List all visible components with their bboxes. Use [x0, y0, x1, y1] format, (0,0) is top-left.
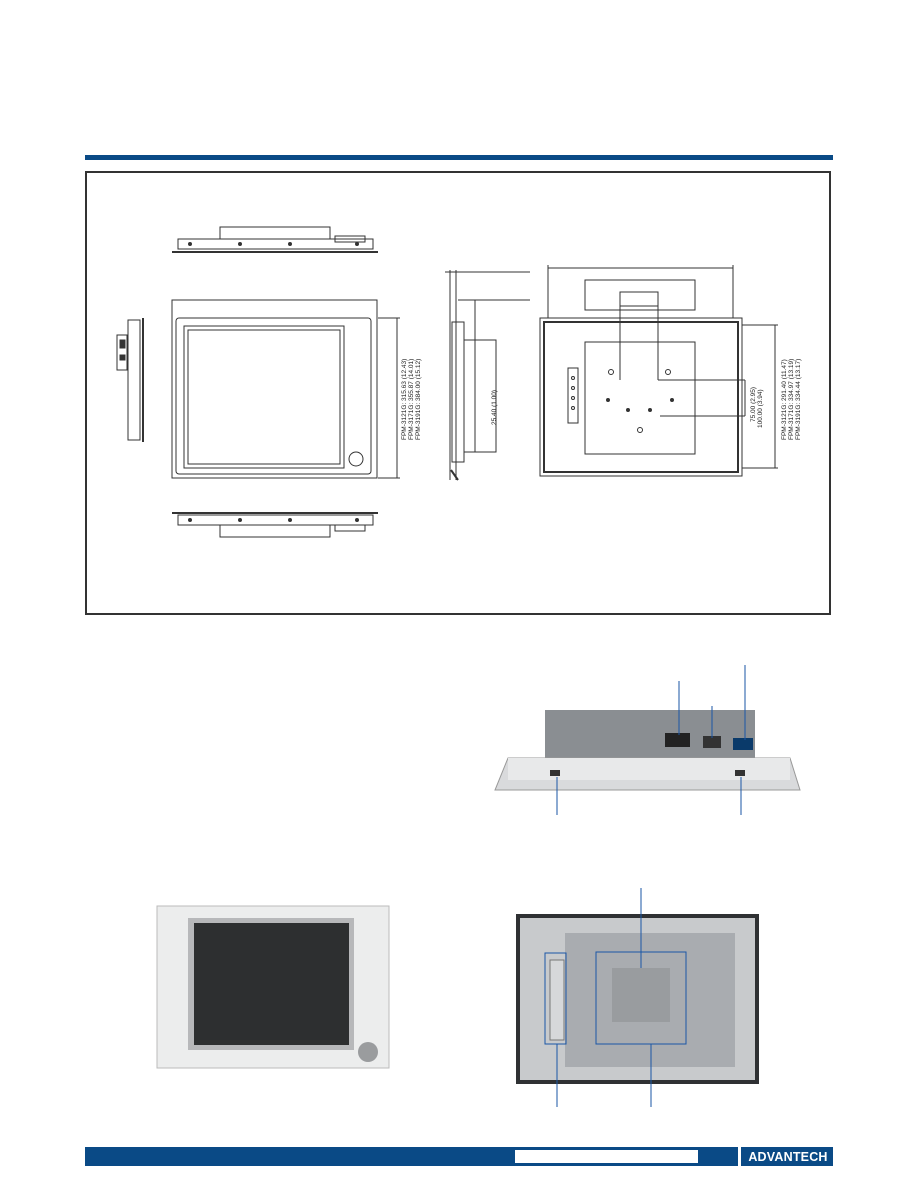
depth-label: 25.40 (1.00): [491, 390, 498, 425]
rear-vesa-label-a: 75.00 (2.95): [750, 387, 757, 422]
rear-width-label-a: FPM-3121G: 291.40 (11.47): [781, 359, 788, 440]
bottom-view-drawing: [172, 512, 378, 538]
advantech-logo: ADVANTECH: [748, 1150, 828, 1164]
bottom-io-photo: [494, 710, 801, 791]
header-rule: [85, 155, 833, 160]
footer-separator: [738, 1147, 741, 1166]
front-width-label-c: FPM-3191G: 384.00 (15.12): [415, 359, 422, 440]
rear-width-label-c: FPM-3191G: 334.44 (13.17): [795, 359, 802, 440]
rear-callout-lines: [544, 888, 687, 1107]
side-profile-drawing: [445, 270, 530, 481]
front-view-drawing: [171, 299, 400, 479]
rear-view-drawing: [539, 265, 778, 477]
front-panel-photo: [156, 905, 390, 1069]
front-width-label-b: FPM-3171G: 355.87 (14.01): [408, 359, 415, 440]
footer-bar: [85, 1147, 833, 1166]
rear-vesa-label-b: 100.00 (3.94): [757, 389, 764, 428]
front-width-label: FPM-3121G: 315.63 (12.43): [401, 359, 408, 440]
footer-white-box: [515, 1150, 698, 1163]
dimension-drawing-frame: [85, 171, 831, 615]
io-callout-lines: [556, 665, 746, 815]
rear-width-label-b: FPM-3171G: 334.97 (13.19): [788, 359, 795, 440]
left-side-view-drawing: [116, 318, 144, 442]
top-view-drawing: [172, 226, 378, 253]
rear-panel-photo: [516, 914, 759, 1084]
